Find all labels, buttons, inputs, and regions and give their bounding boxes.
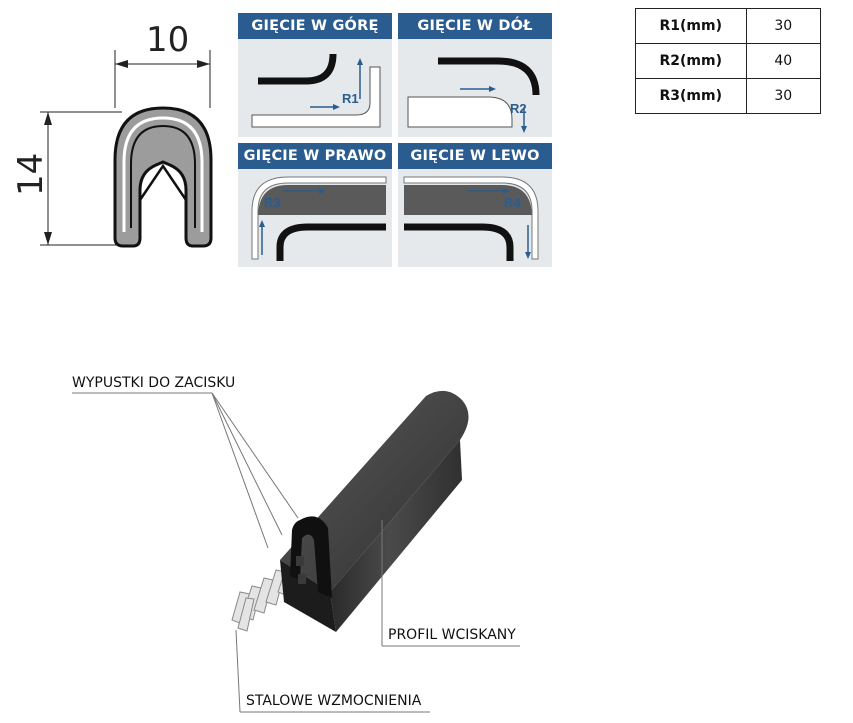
table-row: R3(mm) 30 [635, 78, 822, 114]
radius-key: R3(mm) [635, 78, 747, 114]
bend-panel-title: GIĘCIE W DÓŁ [398, 13, 552, 39]
width-dimension-label: 10 [146, 20, 189, 60]
bend-radius-label: R4 [504, 195, 521, 210]
bend-radius-table: R1(mm) 30 R2(mm) 40 R3(mm) 30 [635, 8, 822, 114]
callout-profile: PROFIL WCISKANY [388, 627, 516, 643]
bend-panel-down: GIĘCIE W DÓŁ R2 [398, 13, 552, 137]
bend-radius-label: R1 [342, 91, 359, 106]
bend-panel-title: GIĘCIE W LEWO [398, 143, 552, 169]
bend-down-illustration: R2 [407, 57, 540, 133]
height-dimension-label: 14 [11, 153, 51, 196]
bend-left-illustration: R4 [403, 176, 539, 261]
radius-key: R1(mm) [635, 8, 747, 44]
radius-value: 40 [745, 43, 822, 79]
bend-panel-title: GIĘCIE W PRAWO [238, 143, 392, 169]
bend-panel-left: GIĘCIE W LEWO R4 [398, 143, 552, 267]
bend-radius-label: R2 [510, 101, 527, 116]
bend-panel-right: GIĘCIE W PRAWO R3 [238, 143, 392, 267]
bend-up-illustration: R1 [251, 53, 381, 128]
bend-radius-label: R3 [264, 195, 281, 210]
table-row: R1(mm) 30 [635, 8, 822, 44]
radius-value: 30 [745, 78, 822, 114]
edge-trim-product-illustration [231, 390, 469, 632]
bend-panel-title: GIĘCIE W GÓRĘ [238, 13, 392, 39]
callout-steel-reinforcement: STALOWE WZMOCNIENIA [246, 693, 422, 709]
callout-clamp-tabs: WYPUSTKI DO ZACISKU [72, 375, 236, 391]
bend-panel-up: GIĘCIE W GÓRĘ R1 [238, 13, 392, 137]
profile-cross-section-drawing: 10 14 [11, 20, 213, 248]
bend-right-illustration: R3 [251, 176, 387, 261]
radius-value: 30 [745, 8, 822, 44]
